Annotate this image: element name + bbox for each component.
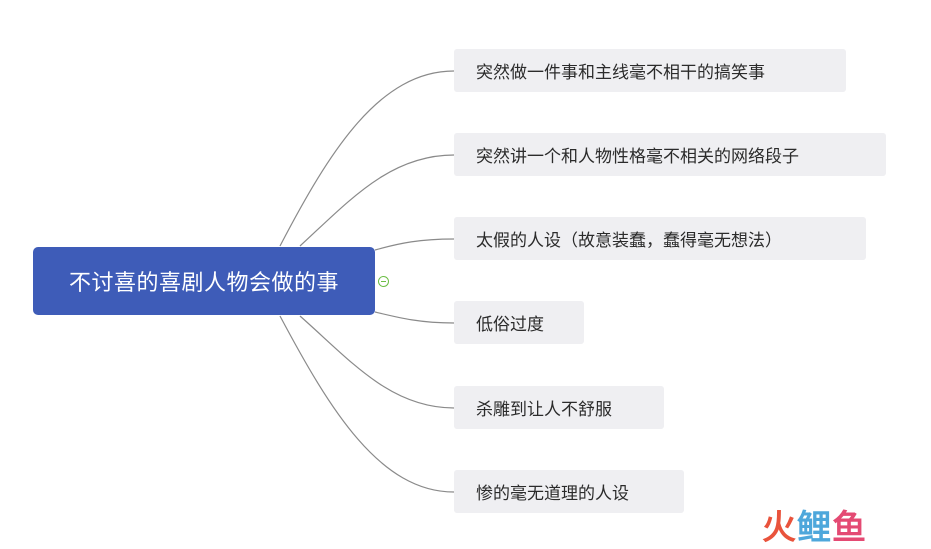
connector-3 (374, 238, 455, 251)
watermark-char: 火 (762, 508, 797, 548)
branch-label: 突然做一件事和主线毫不相干的搞笑事 (476, 63, 765, 83)
branch-node-6[interactable]: 惨的毫无道理的人设 (454, 470, 684, 513)
connector-5 (299, 315, 455, 409)
central-topic-label: 不讨喜的喜剧人物会做的事 (68, 271, 339, 296)
collapse-toggle-icon[interactable] (378, 276, 389, 287)
branch-node-2[interactable]: 突然讲一个和人物性格毫不相关的网络段子 (454, 133, 886, 176)
connector-2 (299, 154, 455, 247)
branch-label: 低俗过度 (476, 315, 544, 335)
watermark-char: 鲤 (797, 508, 832, 548)
branch-label: 惨的毫无道理的人设 (476, 484, 629, 504)
branch-node-5[interactable]: 杀雕到让人不舒服 (454, 386, 664, 429)
watermark-logo: 火 鲤 鱼 (762, 500, 867, 549)
connector-6 (279, 315, 455, 493)
branch-label: 杀雕到让人不舒服 (476, 400, 612, 420)
central-topic[interactable]: 不讨喜的喜剧人物会做的事 (33, 247, 375, 315)
connector-4 (374, 311, 455, 324)
connector-1 (279, 70, 455, 247)
branch-label: 太假的人设（故意装蠢，蠢得毫无想法） (476, 231, 782, 251)
branch-node-4[interactable]: 低俗过度 (454, 301, 584, 344)
branch-node-3[interactable]: 太假的人设（故意装蠢，蠢得毫无想法） (454, 217, 866, 260)
watermark-char: 鱼 (832, 508, 867, 548)
branch-label: 突然讲一个和人物性格毫不相关的网络段子 (476, 147, 799, 167)
branch-node-1[interactable]: 突然做一件事和主线毫不相干的搞笑事 (454, 49, 846, 92)
